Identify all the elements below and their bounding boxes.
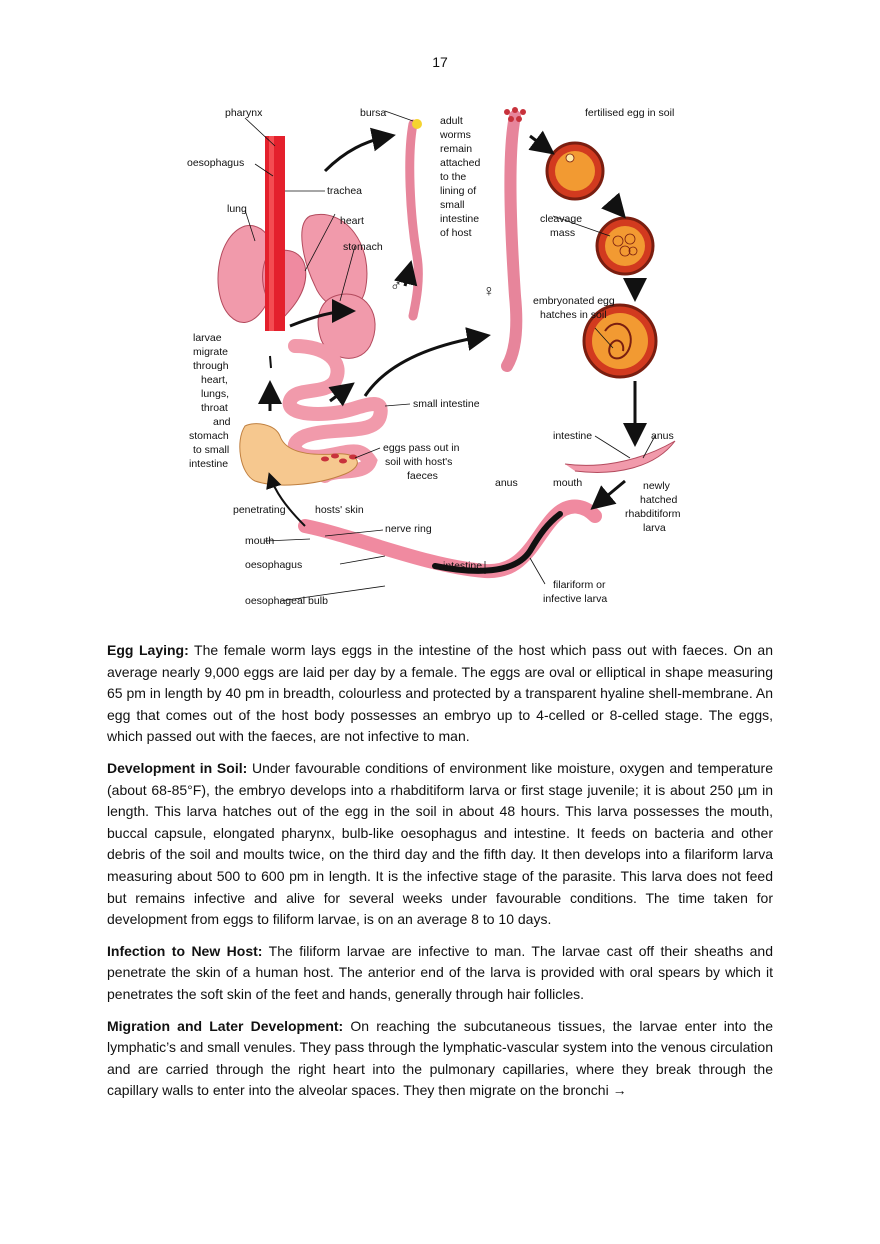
label-adult-worms-5: to the	[440, 171, 466, 183]
paragraph-egg-laying: Egg Laying: The female worm lays eggs in…	[107, 640, 773, 748]
label-anus-mid: anus	[495, 477, 518, 489]
label-migrate-4: heart,	[201, 374, 228, 386]
text-development-in-soil: Under favourable conditions of environme…	[107, 759, 773, 928]
label-migrate-2: migrate	[193, 346, 228, 358]
label-migrate-9: to small	[193, 444, 229, 456]
paragraph-infection: Infection to New Host: The filiform larv…	[107, 941, 773, 1006]
label-filariform-1: filariform or	[553, 579, 606, 591]
paragraph-migration: Migration and Later Development: On reac…	[107, 1016, 773, 1102]
label-adult-worms-1: adult	[440, 115, 463, 127]
label-newly-4: larva	[643, 522, 666, 534]
label-pharynx: pharynx	[225, 107, 263, 119]
faeces-eggs	[321, 453, 357, 464]
label-newly-3: rhabditiform	[625, 508, 681, 520]
hookworm-life-cycle-figure: pharynx bursa adult worms remain attache…	[185, 96, 695, 626]
label-adult-worms-3: remain	[440, 143, 472, 155]
label-cleavage-2: mass	[550, 227, 575, 239]
egg-dots	[504, 107, 526, 122]
small-intestine-shape	[282, 339, 388, 483]
label-adult-worms-4: attached	[440, 157, 480, 169]
female-worm-shape	[501, 110, 523, 372]
rhabditiform-larva-shape	[564, 440, 676, 473]
heading-infection: Infection to New Host:	[107, 942, 263, 959]
label-oesophagus-bottom: oesophagus	[245, 559, 302, 571]
label-migrate-10: intestine	[189, 458, 228, 470]
label-migrate-6: throat	[201, 402, 228, 414]
text-infection: The filiform larvae are infective to man…	[107, 942, 774, 1002]
label-migrate-7: and	[213, 416, 231, 428]
label-mouth-right: mouth	[553, 477, 582, 489]
life-cycle-diagram: pharynx bursa adult worms remain attache…	[187, 107, 681, 607]
label-eggs-pass-2: soil with host's	[385, 456, 452, 468]
trachea-shape	[265, 136, 285, 331]
male-worm-shape	[405, 119, 423, 321]
label-adult-worms-6: lining of	[440, 185, 476, 197]
label-adult-worms-9: of host	[440, 227, 472, 239]
label-adult-worms-2: worms	[439, 129, 471, 141]
label-intestine-bottom: intestine	[443, 560, 482, 572]
heading-egg-laying: Egg Laying:	[107, 642, 189, 658]
label-eggs-pass-3: faeces	[407, 470, 438, 482]
paragraph-development-in-soil: Development in Soil: Under favourable co…	[107, 758, 773, 931]
label-mouth-bottom: mouth	[245, 535, 274, 547]
label-male-symbol: ♂	[390, 278, 402, 295]
label-migrate-5: lungs,	[201, 388, 229, 400]
label-cleavage-1: cleavage	[540, 213, 582, 225]
label-small-intestine: small intestine	[413, 398, 480, 410]
label-heart: heart	[340, 215, 364, 227]
label-penetrating: penetrating	[233, 504, 286, 516]
label-migrate-8: stomach	[189, 430, 229, 442]
label-adult-worms-8: intestine	[440, 213, 479, 225]
text-egg-laying: The female worm lays eggs in the intesti…	[107, 642, 773, 745]
label-female-symbol: ♀	[483, 283, 495, 300]
body-text: Egg Laying: The female worm lays eggs in…	[107, 640, 773, 1112]
label-newly-1: newly	[643, 480, 671, 492]
label-lung: lung	[227, 203, 247, 215]
label-adult-worms-7: small	[440, 199, 465, 211]
label-bursa: bursa	[360, 107, 386, 119]
label-embryonated-1: embryonated egg	[533, 295, 615, 307]
heading-development-in-soil: Development in Soil:	[107, 759, 248, 776]
label-migrate-1: larvae	[193, 332, 222, 344]
page-number: 17	[432, 54, 448, 70]
right-lung-shape	[301, 214, 368, 310]
label-migrate-3: through	[193, 360, 229, 372]
label-stomach: stomach	[343, 241, 383, 253]
text-migration: On reaching the subcutaneous tissues, th…	[107, 1017, 773, 1099]
label-nerve-ring: nerve ring	[385, 523, 432, 535]
label-intestine-right: intestine	[553, 430, 592, 442]
heading-migration: Migration and Later Development:	[107, 1017, 344, 1034]
label-eggs-pass-1: eggs pass out in	[383, 442, 460, 454]
label-trachea: trachea	[327, 185, 362, 197]
label-anus-right: anus	[651, 430, 674, 442]
foot-shape	[239, 423, 358, 486]
label-oesophagus-top: oesophagus	[187, 157, 244, 169]
label-filariform-2: infective larva	[543, 593, 607, 605]
label-newly-2: hatched	[640, 494, 678, 506]
label-embryonated-2: hatches in soil	[540, 309, 607, 321]
label-oesophageal-bulb: oesophageal bulb	[245, 595, 328, 607]
label-fertilised-egg: fertilised egg in soil	[585, 107, 674, 119]
label-hosts-skin: hosts' skin	[315, 504, 364, 516]
